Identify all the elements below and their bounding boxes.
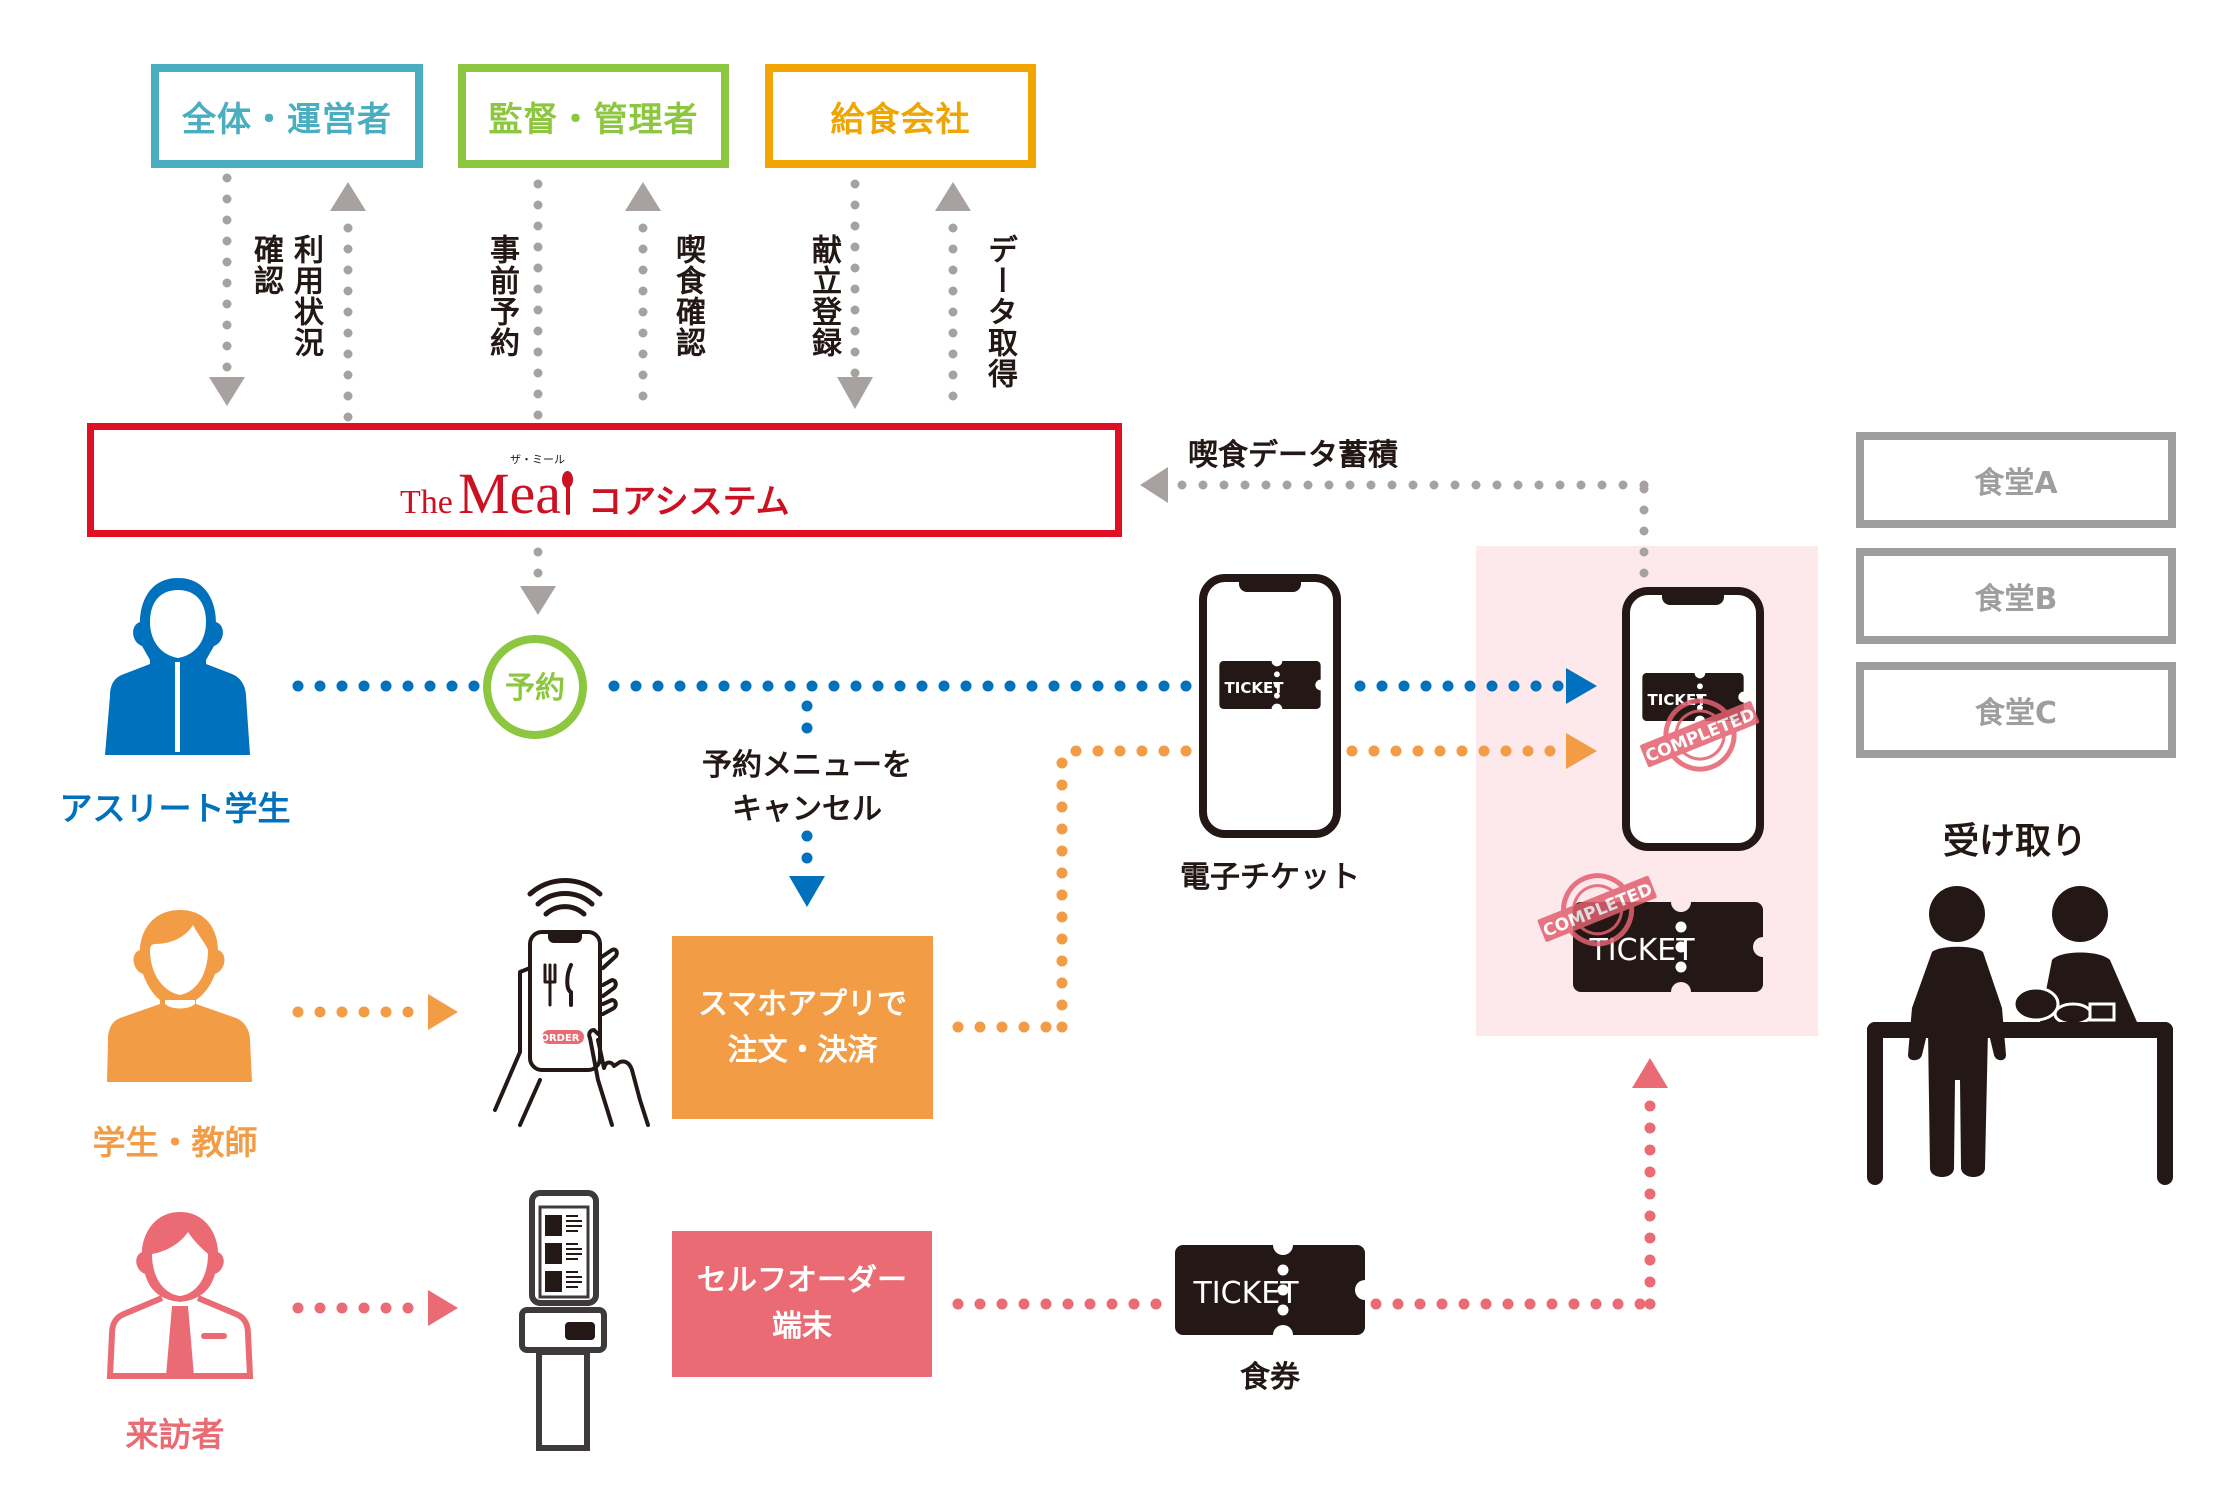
spoon-icon <box>562 471 574 515</box>
cancel-label-line2: キャンセル <box>732 792 882 827</box>
e-ticket-label: 電子チケット <box>1180 860 1360 895</box>
pickup-counter-icon <box>1867 886 2173 1185</box>
student-teacher-person-icon <box>107 910 252 1082</box>
role-box-supervisor: 監督・管理者 <box>458 64 729 168</box>
canteen-b-label: 食堂B <box>1974 582 2058 617</box>
reservation-badge-label: 予約 <box>505 671 565 706</box>
role-box-operator: 全体・運営者 <box>151 64 423 168</box>
visitor-flow <box>292 1058 1668 1326</box>
e-ticket-phone-icon: TICKET <box>1203 578 1337 834</box>
arrow-up-catering <box>935 182 971 407</box>
user-label-athlete: アスリート学生 <box>59 789 291 828</box>
flow-label-data-acquisition: データ取得 <box>982 234 1017 389</box>
student-flow <box>292 733 1597 1033</box>
app-order-line2: 注文・決済 <box>727 1032 878 1068</box>
flow-label-meal-confirmation: 喫食確認 <box>670 234 705 358</box>
flow-label-menu-registration: 献立登録 <box>806 234 841 358</box>
arrow-up-supervisor <box>625 182 661 411</box>
self-order-kiosk-box: セルフオーダー 端末 <box>672 1231 932 1377</box>
hand-phone-order-icon <box>493 878 650 1127</box>
flow-label-pre-reservation: 事前予約 <box>484 234 519 358</box>
diagram-shape <box>545 1215 595 1340</box>
arrow-up-operator <box>330 182 366 428</box>
reservation-badge: 予約 <box>483 635 587 739</box>
cancel-branch <box>789 700 825 907</box>
role-label-catering: 給食会社 <box>830 99 971 140</box>
completed-e-ticket-phone-icon: TICKET COMPLETED <box>1626 591 1768 847</box>
arrow-down-operator <box>209 173 245 406</box>
canteen-c: 食堂C <box>1856 662 2176 758</box>
user-label-visitor: 来訪者 <box>125 1415 225 1454</box>
arrow-core-to-reservation <box>520 547 556 615</box>
user-label-student-teacher: 学生・教師 <box>92 1123 258 1162</box>
canteen-a: 食堂A <box>1856 432 2176 528</box>
cancel-reservation-label: 予約メニューを キャンセル <box>697 744 917 832</box>
logo-ruby: ザ・ミール <box>509 453 565 466</box>
order-button-label: ORDER <box>540 1033 579 1044</box>
pickup-label: 受け取り <box>1942 821 2087 862</box>
role-flow-arrows <box>209 173 1649 615</box>
completed-phone-ticket-text: TICKET <box>1648 691 1708 709</box>
logo-meal-text: Mea <box>457 461 562 526</box>
canteen-a-label: 食堂A <box>1974 466 2058 501</box>
role-label-supervisor: 監督・管理者 <box>488 99 699 140</box>
core-system-name: コアシステム <box>588 482 790 522</box>
e-ticket-text: TICKET <box>1225 679 1285 697</box>
kiosk-line2: 端末 <box>772 1309 832 1344</box>
paper-ticket-label: 食券 <box>1240 1360 1300 1395</box>
flow-label-meal-data-accumulation: 喫食データ蓄積 <box>1188 438 1398 473</box>
flow-label-usage-status: 利用状況 <box>288 234 323 358</box>
order-button-icon: ORDER <box>540 1030 584 1044</box>
logo-the: The <box>400 484 453 521</box>
arrow-meal-data-to-core <box>1140 467 1649 599</box>
app-order-line1: スマホアプリで <box>697 986 908 1022</box>
completed-paper-ticket-text: TICKET <box>1588 933 1695 968</box>
cancel-label-line1: 予約メニューを <box>702 748 912 783</box>
arrow-down-catering <box>837 179 873 409</box>
app-order-box: スマホアプリで 注文・決済 <box>672 936 933 1119</box>
completed-paper-ticket-icon: TICKET COMPLETED <box>1537 873 1763 992</box>
self-order-kiosk-icon <box>519 1190 607 1451</box>
visitor-person-icon <box>106 1212 254 1379</box>
athlete-person-icon <box>105 578 250 755</box>
athlete-flow <box>292 668 1597 907</box>
role-label-operator: 全体・運営者 <box>182 99 392 140</box>
role-box-catering: 給食会社 <box>765 64 1036 168</box>
meal-ticket-text: TICKET <box>1192 1276 1299 1311</box>
flow-label-confirm: 確認 <box>248 234 283 296</box>
kiosk-line1: セルフオーダー <box>697 1263 907 1298</box>
food-icon <box>2012 986 2116 1026</box>
canteen-c-label: 食堂C <box>1974 696 2058 731</box>
canteen-b: 食堂B <box>1856 548 2176 644</box>
meal-ticket-icon: TICKET <box>1175 1245 1365 1335</box>
